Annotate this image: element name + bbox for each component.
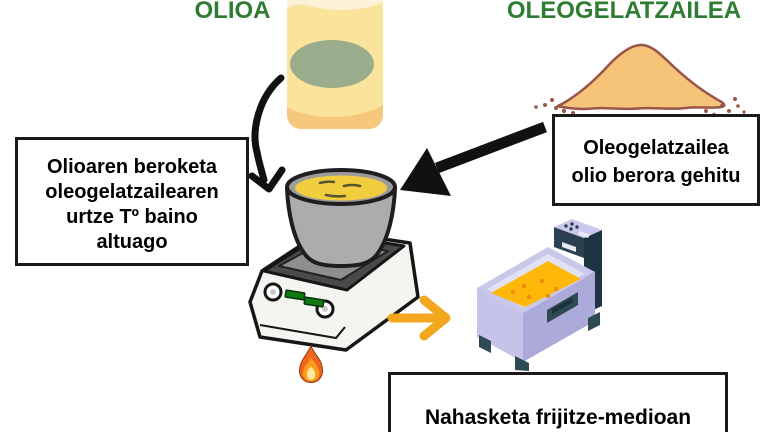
adding-note-line: olio berora gehitu [571,165,741,187]
oil-label: OLIOA [194,0,271,24]
fryer-illustration [477,219,602,371]
powder-pile-illustration [534,43,746,119]
heating-note-line: urtze Tº baino [66,206,198,228]
heating-note-box: Olioaren beroketa oleogelatzailearen urt… [15,137,249,266]
frying-note-text: Nahasketa frijitze-medioan [424,406,692,429]
adding-note-box: Oleogelatzailea olio berora gehitu [552,114,760,206]
oleogelator-label: OLEOGELATZAILEA [506,0,742,24]
heating-note-line: altuago [96,231,168,253]
transfer-arrow-icon [387,295,451,341]
pour-arrow-icon [248,74,286,193]
heating-note-line: Olioaren beroketa [46,156,218,178]
adding-note-line: Oleogelatzailea [583,137,729,159]
stirrer-display [284,289,325,308]
frying-note-box: Nahasketa frijitze-medioan [388,372,728,432]
add-arrow-icon [400,121,547,196]
heating-note-line: oleogelatzailearen [45,181,219,203]
oil-pot-illustration [285,168,397,268]
stirrer-knob [263,282,335,319]
flame-icon [298,344,324,384]
oil-bottle-illustration [287,0,383,129]
